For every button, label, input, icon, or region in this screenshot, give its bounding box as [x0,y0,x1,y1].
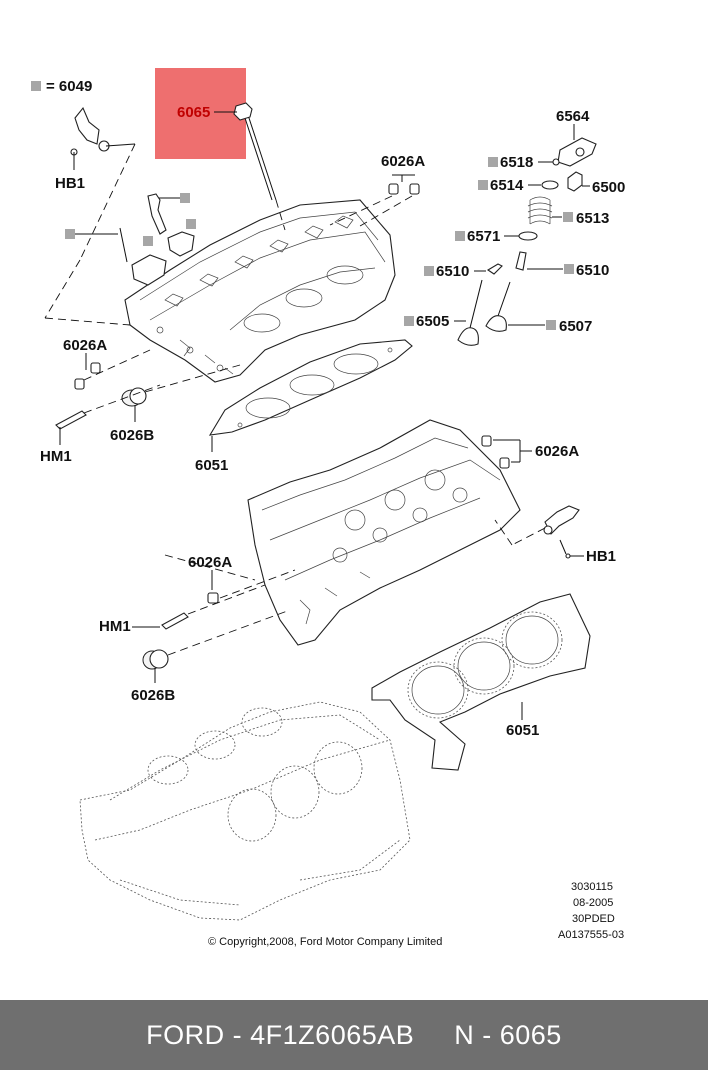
label-6026A-left: 6026A [63,337,107,354]
ref-square-icon [424,266,434,276]
bracket-HB1-right [543,505,580,559]
label-6026B-top: 6026B [110,427,154,444]
label-6507: 6507 [559,318,592,335]
plug-6026A-left [74,378,85,390]
label-HB1-top: HB1 [55,175,85,192]
ref-square-icon [143,236,153,246]
drawing-meta-2: 08-2005 [573,897,613,909]
ref-square-icon [488,157,498,167]
drawing-meta-1: 3030115 [571,881,613,893]
label-6500: 6500 [592,179,625,196]
label-6510-left: 6510 [436,263,469,280]
ref-square-icon [546,320,556,330]
label-6026A-mid: 6026A [188,554,232,571]
footer-text: FORD - 4F1Z6065AB N - 6065 [146,1019,562,1050]
ref-square-icon [478,180,488,190]
ref-square-icon [180,193,190,203]
ref-square-icon [186,219,196,229]
label-HM1-bottom: HM1 [99,618,131,635]
highlight-box-6065 [155,68,246,159]
plug-6026B-bottom [142,649,169,670]
label-6065: 6065 [177,104,210,121]
head-gasket-6051-top [208,339,413,436]
ref-square-icon [563,212,573,222]
drawing-meta-3: 30PDED [572,913,615,925]
drawing-meta-4: A0137555-03 [558,929,624,941]
engine-block-dotted [79,701,411,921]
roller-follower-6564 [557,137,597,167]
label-6518: 6518 [500,154,533,171]
upper-cylinder-head [124,199,396,383]
lower-cylinder-head [247,419,521,646]
parts-diagram: = 6049 6065 HB1 [31,68,625,948]
label-6514: 6514 [490,177,524,194]
label-6026A-top: 6026A [381,153,425,170]
exhaust-valve-6507 [485,281,511,332]
plug-6026A-mid [207,592,219,604]
part-number-footer: FORD - 4F1Z6065AB N - 6065 [0,1000,708,1070]
ref-square-icon [404,316,414,326]
copyright-text: © Copyright,2008, Ford Motor Company Lim… [208,936,442,948]
ref-square-icon [564,264,574,274]
label-6026A-right: 6026A [535,443,579,460]
label-6505: 6505 [416,313,449,330]
valve-spring-6513 [527,196,553,225]
label-6051-top: 6051 [195,457,228,474]
dowel-HM1-bottom [161,612,189,630]
label-6026B-bottom: 6026B [131,687,175,704]
label-HM1-top: HM1 [40,448,72,465]
label-6564: 6564 [556,108,590,125]
legend-text: = 6049 [46,78,92,95]
head-bolt-6065 [233,102,277,201]
plug-6026B-top [121,387,147,407]
plug-6026A-right [481,435,492,447]
label-6513: 6513 [576,210,609,227]
ref-square-icon [455,231,465,241]
plug-6026A-top [388,183,420,195]
legend-square-icon [31,81,41,91]
intake-valve-6505 [457,279,483,346]
label-HB1-right: HB1 [586,548,616,565]
head-gasket-6051-bottom [371,593,591,771]
ref-square-icon [65,229,75,239]
camshaft-bracket-6049 [70,106,110,170]
label-6571: 6571 [467,228,500,245]
dowel-HM1-top [55,410,87,430]
label-6510-right: 6510 [576,262,609,279]
label-6051-bottom: 6051 [506,722,539,739]
